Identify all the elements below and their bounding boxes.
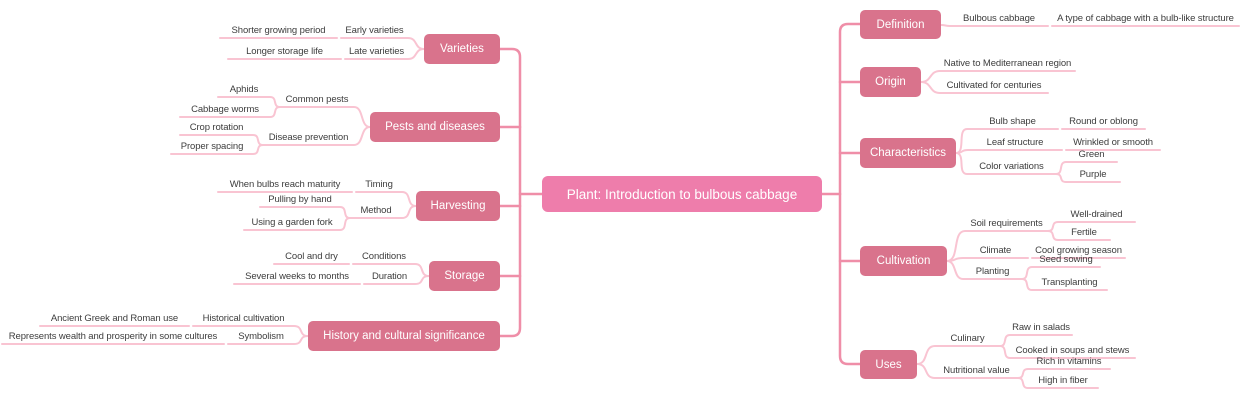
node-aphids[interactable]: Aphids [229,84,259,95]
node-symbolism[interactable]: Symbolism [238,331,284,342]
node-native-mediterranean[interactable]: Native to Mediterranean region [943,58,1072,69]
node-crop-rotation[interactable]: Crop rotation [189,122,244,133]
node-proper-spacing[interactable]: Proper spacing [180,141,244,152]
branch-origin[interactable]: Origin [860,67,921,97]
branch-history[interactable]: History and cultural significance [308,321,500,351]
node-cabbage-worms[interactable]: Cabbage worms [191,104,259,115]
node-fertile[interactable]: Fertile [1071,227,1097,238]
node-bulb-shape[interactable]: Bulb shape [989,116,1036,127]
node-round-or-oblong[interactable]: Round or oblong [1069,116,1138,127]
branch-pests-and-diseases[interactable]: Pests and diseases [370,112,500,142]
node-bulb-like-structure[interactable]: A type of cabbage with a bulb-like struc… [1057,13,1234,24]
node-nutritional-value[interactable]: Nutritional value [943,365,1010,376]
node-color-variations[interactable]: Color variations [979,161,1044,172]
branch-cultivation[interactable]: Cultivation [860,246,947,276]
node-climate[interactable]: Climate [979,245,1012,256]
node-high-in-fiber[interactable]: High in fiber [1038,375,1088,386]
node-cultivated-centuries[interactable]: Cultivated for centuries [946,80,1042,91]
node-early-varieties[interactable]: Early varieties [345,25,404,36]
node-several-weeks-to-months[interactable]: Several weeks to months [245,271,349,282]
node-shorter-growing-period[interactable]: Shorter growing period [231,25,326,36]
node-purple[interactable]: Purple [1079,169,1107,180]
node-disease-prevention[interactable]: Disease prevention [268,132,349,143]
node-conditions[interactable]: Conditions [362,251,406,262]
branch-varieties[interactable]: Varieties [424,34,500,64]
node-green[interactable]: Green [1078,149,1105,160]
node-raw-in-salads[interactable]: Raw in salads [1012,322,1070,333]
branch-definition[interactable]: Definition [860,10,941,39]
node-timing[interactable]: Timing [365,179,393,190]
node-historical-cultivation[interactable]: Historical cultivation [202,313,285,324]
node-common-pests[interactable]: Common pests [285,94,349,105]
node-cooked-soups-stews[interactable]: Cooked in soups and stews [1015,345,1130,356]
leaf-connectors [1,24,1240,389]
node-leaf-structure[interactable]: Leaf structure [986,137,1044,148]
node-planting[interactable]: Planting [975,266,1010,277]
branch-harvesting[interactable]: Harvesting [416,191,500,221]
branch-storage[interactable]: Storage [429,261,500,291]
node-method[interactable]: Method [360,205,392,216]
root-node[interactable]: Plant: Introduction to bulbous cabbage [542,176,822,212]
node-pulling-by-hand[interactable]: Pulling by hand [268,194,332,205]
node-represents-wealth-prosperity[interactable]: Represents wealth and prosperity in some… [8,331,218,342]
node-cool-growing-season[interactable]: Cool growing season [1035,245,1122,256]
node-cool-and-dry[interactable]: Cool and dry [285,251,338,262]
node-wrinkled-or-smooth[interactable]: Wrinkled or smooth [1073,137,1153,148]
node-seed-sowing[interactable]: Seed sowing [1039,254,1093,265]
node-well-drained[interactable]: Well-drained [1070,209,1123,220]
node-bulbous-cabbage[interactable]: Bulbous cabbage [963,13,1035,24]
node-soil-requirements[interactable]: Soil requirements [970,218,1043,229]
node-using-a-garden-fork[interactable]: Using a garden fork [251,217,333,228]
branch-characteristics[interactable]: Characteristics [860,138,956,168]
node-longer-storage-life[interactable]: Longer storage life [246,46,323,57]
node-rich-in-vitamins[interactable]: Rich in vitamins [1036,356,1102,367]
node-transplanting[interactable]: Transplanting [1041,277,1098,288]
branch-uses[interactable]: Uses [860,350,917,379]
trunk-connectors [498,22,862,366]
node-when-bulbs-reach-maturity[interactable]: When bulbs reach maturity [229,179,341,190]
node-duration[interactable]: Duration [371,271,408,282]
node-culinary[interactable]: Culinary [950,333,985,344]
node-late-varieties[interactable]: Late varieties [348,46,405,57]
node-ancient-greek-roman-use[interactable]: Ancient Greek and Roman use [50,313,179,324]
